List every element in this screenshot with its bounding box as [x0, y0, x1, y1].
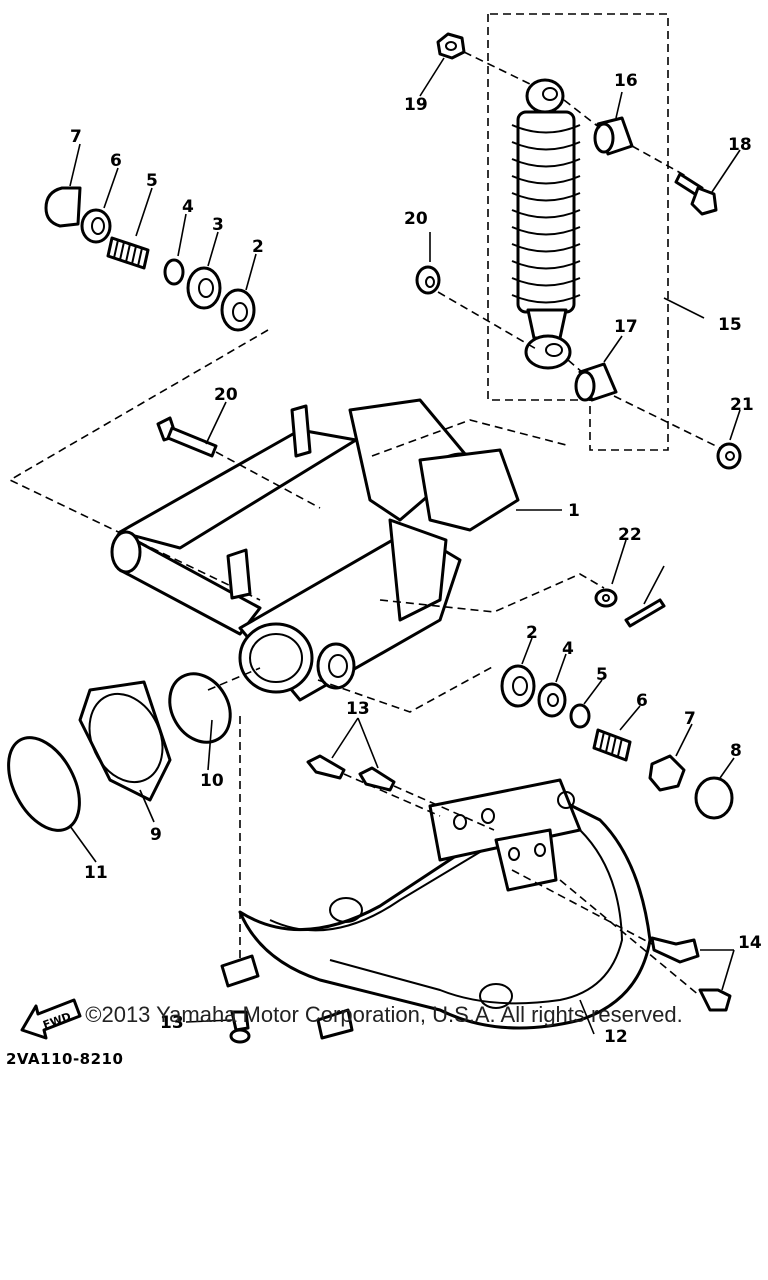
guard [220, 778, 652, 1040]
callout-14: 15 [718, 315, 742, 335]
callout-21: 22 [618, 525, 642, 545]
callout-5-right: 6 [636, 691, 648, 711]
callout-11: 12 [604, 1027, 628, 1047]
callout-4-right: 5 [596, 665, 608, 685]
bolt-12 [229, 1010, 251, 1044]
washer-and-pin [594, 588, 666, 628]
guard-bolts [306, 754, 732, 1012]
callout-18: 19 [404, 95, 428, 115]
callout-3-right: 4 [562, 639, 574, 659]
right-pivot-parts [500, 664, 734, 820]
diagram-code: 2VA110-8210 [6, 1050, 123, 1068]
callout-19: 20 [214, 385, 238, 405]
callout-2: 2 [252, 237, 264, 257]
callout-20-lower: 21 [730, 395, 754, 415]
callout-16: 17 [614, 317, 638, 337]
callout-13-upper: 13 [346, 699, 370, 719]
callouts: 7 6 5 4 3 2 20 20 19 16 18 15 17 21 1 22… [70, 71, 762, 1047]
callout-15: 16 [614, 71, 638, 91]
leader-lines [69, 57, 741, 1035]
callout-4: 4 [182, 197, 194, 217]
callout-9: 10 [200, 771, 224, 791]
copyright-notice: ©2013 Yamaha Motor Corporation, U.S.A. A… [85, 1002, 683, 1027]
callout-2-right: 2 [526, 623, 538, 643]
shock-absorber-assembly [487, 13, 669, 451]
callout-7-right: 8 [730, 741, 742, 761]
callout-7: 7 [70, 127, 82, 147]
left-pivot-parts [8, 186, 269, 601]
callout-8: 9 [150, 825, 162, 845]
boot-and-clamps [7, 667, 261, 970]
callout-13-lower: 14 [738, 933, 762, 953]
callout-5: 5 [146, 171, 158, 191]
callout-10: 11 [84, 863, 108, 883]
callout-6: 6 [110, 151, 122, 171]
shock-hardware [415, 32, 742, 470]
callout-17: 18 [728, 135, 752, 155]
callout-1: 1 [568, 501, 580, 521]
pivot-bolt [156, 416, 321, 509]
swingarm [110, 398, 605, 713]
callout-12: 13 [160, 1013, 184, 1033]
callout-20-upper: 20 [404, 209, 428, 229]
callout-6-right: 7 [684, 709, 696, 729]
callout-3: 3 [212, 215, 224, 235]
exploded-parts-diagram: FWD 7 6 5 4 [6, 13, 762, 1068]
